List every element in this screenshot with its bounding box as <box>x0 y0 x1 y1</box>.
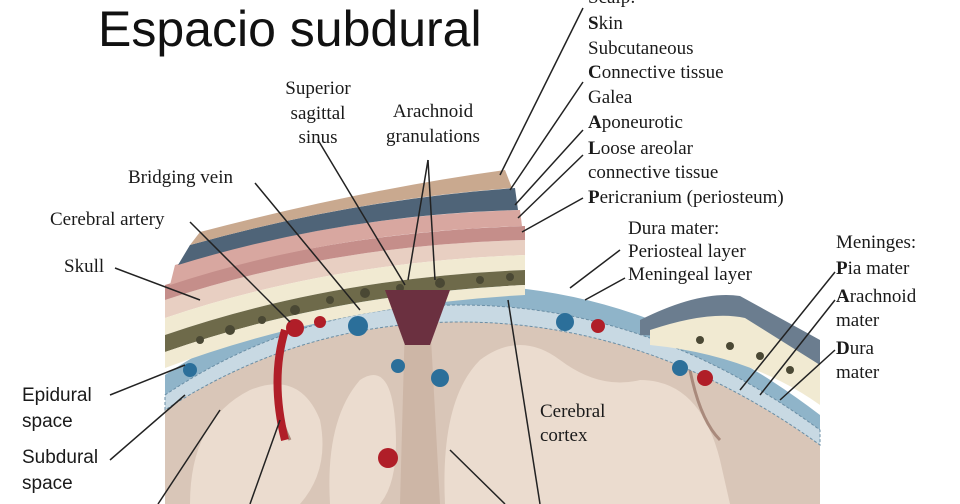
label-pia-mater: Pia mater <box>836 258 909 280</box>
superior-sagittal-sinus <box>385 290 450 345</box>
skull-inner-table <box>165 285 525 368</box>
galea-aponeurotic-layer <box>178 188 518 265</box>
label-loose-areolar: Loose areolar <box>588 138 693 160</box>
periosteum-layer <box>165 240 525 318</box>
label-superior-sagittal-sinus-2: sagittal <box>290 103 346 124</box>
label-loose-areolar-line2: connective tissue <box>588 162 719 183</box>
label-text: kin <box>598 13 623 34</box>
acronym-letter: P <box>836 258 848 279</box>
label-subcutaneous: Subcutaneous <box>588 38 694 59</box>
label-meninges: Meninges: <box>836 232 917 253</box>
label-dura-mater: Dura mater: <box>628 218 720 239</box>
label-arachnoid-mater-line2: mater <box>836 310 880 331</box>
longitudinal-fissure <box>400 320 440 504</box>
leader-lines <box>109 7 836 504</box>
label-skin: Skin <box>588 13 623 35</box>
label-cerebral-cortex-2: cortex <box>540 425 588 446</box>
label-text: ericranium (periosteum) <box>599 187 784 208</box>
right-skull-block <box>650 315 820 405</box>
gyrus-center-right <box>444 345 730 504</box>
acronym-letter: S <box>588 13 599 34</box>
gyrus-left <box>190 384 323 504</box>
cerebral-arteries <box>273 316 713 468</box>
label-galea: Galea <box>588 87 633 108</box>
label-dura-mater-meninges-line2: mater <box>836 362 880 383</box>
label-scalp: Scalp: <box>588 0 636 9</box>
acronym-letter: A <box>588 112 602 133</box>
label-epidural-space-2: space <box>22 411 73 432</box>
label-epidural-space-1: Epidural <box>22 385 92 406</box>
label-arachnoid-granulations-2: granulations <box>386 126 480 147</box>
label-arachnoid-granulations-1: Arachnoid <box>392 101 474 122</box>
label-superior-sagittal-sinus-1: Superior <box>285 78 351 99</box>
label-superior-sagittal-sinus-3: sinus <box>298 127 338 148</box>
label-text: oose areolar <box>600 138 693 159</box>
acronym-letter: P <box>588 187 600 208</box>
label-aponeurotic: Aponeurotic <box>588 112 683 134</box>
bridging-veins <box>183 313 688 387</box>
pericranium-layer <box>165 226 525 300</box>
label-meningeal-layer: Meningeal layer <box>628 264 752 285</box>
label-text: rachnoid <box>849 286 917 307</box>
label-text: onnective tissue <box>601 62 724 83</box>
label-cerebral-artery: Cerebral artery <box>50 209 165 230</box>
label-subdural-space-2: space <box>22 473 73 494</box>
label-arachnoid-mater: Arachnoid <box>836 286 916 308</box>
diploe-dots <box>196 273 794 374</box>
acronym-letter: L <box>588 138 601 159</box>
label-dura-mater-meninges: Dura <box>836 338 874 360</box>
page-title: Espacio subdural <box>98 1 482 57</box>
acronym-letter: C <box>588 62 602 83</box>
acronym-letter: A <box>836 286 850 307</box>
label-text: ia mater <box>847 258 910 279</box>
label-cerebral-cortex-1: Cerebral <box>540 401 606 422</box>
label-connective-tissue: Connective tissue <box>588 62 724 84</box>
label-bridging-vein: Bridging vein <box>128 167 234 188</box>
label-pericranium: Pericranium (periosteum) <box>588 187 784 209</box>
label-subdural-space-1: Subdural <box>22 447 99 468</box>
loose-areolar-layer <box>170 210 522 285</box>
skin-layer <box>190 170 512 245</box>
sulcus-line <box>688 369 722 442</box>
acronym-letter: D <box>836 338 850 359</box>
label-periosteal-layer: Periosteal layer <box>628 241 746 262</box>
label-text: ura <box>849 338 874 359</box>
label-skull: Skull <box>64 256 105 277</box>
gyrus-center-left <box>329 375 396 504</box>
label-text: poneurotic <box>601 112 683 133</box>
